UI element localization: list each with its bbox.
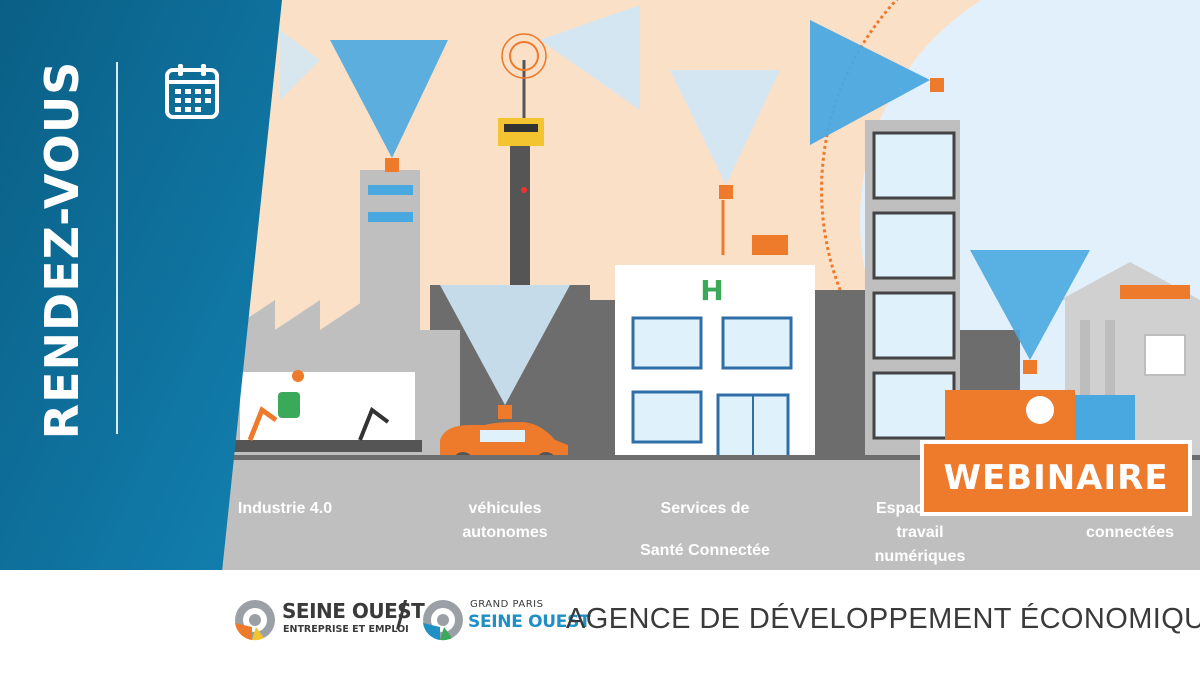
grand-paris-seine-ouest-logo-icon: [423, 600, 463, 641]
rendez-vous-label: RENDEZ-VOUS: [35, 60, 89, 440]
rendez-vous-banner: [0, 0, 282, 610]
caption-industrie: Industrie 4.0: [237, 500, 333, 517]
seine-ouest-logo-icon: [235, 600, 275, 641]
illustration-scene: H: [0, 0, 1200, 570]
logo-grand-paris-title: SEINE OUEST: [468, 612, 591, 632]
logo-grand-paris-label: GRAND PARIS: [470, 599, 544, 610]
agency-name: AGENCE DE DÉVELOPPEMENT ÉCONOMIQUE: [566, 603, 1200, 635]
banner-divider: [116, 62, 118, 434]
caption-vehicules: véhicules autonomes: [462, 500, 548, 541]
calendar-icon: [165, 64, 219, 119]
caption-sante: Services de Santé Connectée: [640, 500, 770, 559]
logo-separator: /: [396, 594, 408, 638]
logo-seine-ouest-title: SEINE OUEST: [282, 599, 425, 623]
svg-text:H: H: [700, 274, 723, 307]
footer: [0, 570, 1200, 675]
road-edge: [0, 455, 1200, 463]
webinaire-badge: WEBINAIRE: [920, 440, 1192, 516]
city-illustration: H: [230, 5, 1200, 472]
logo-seine-ouest-subtitle: ENTREPRISE ET EMPLOI: [283, 624, 409, 635]
